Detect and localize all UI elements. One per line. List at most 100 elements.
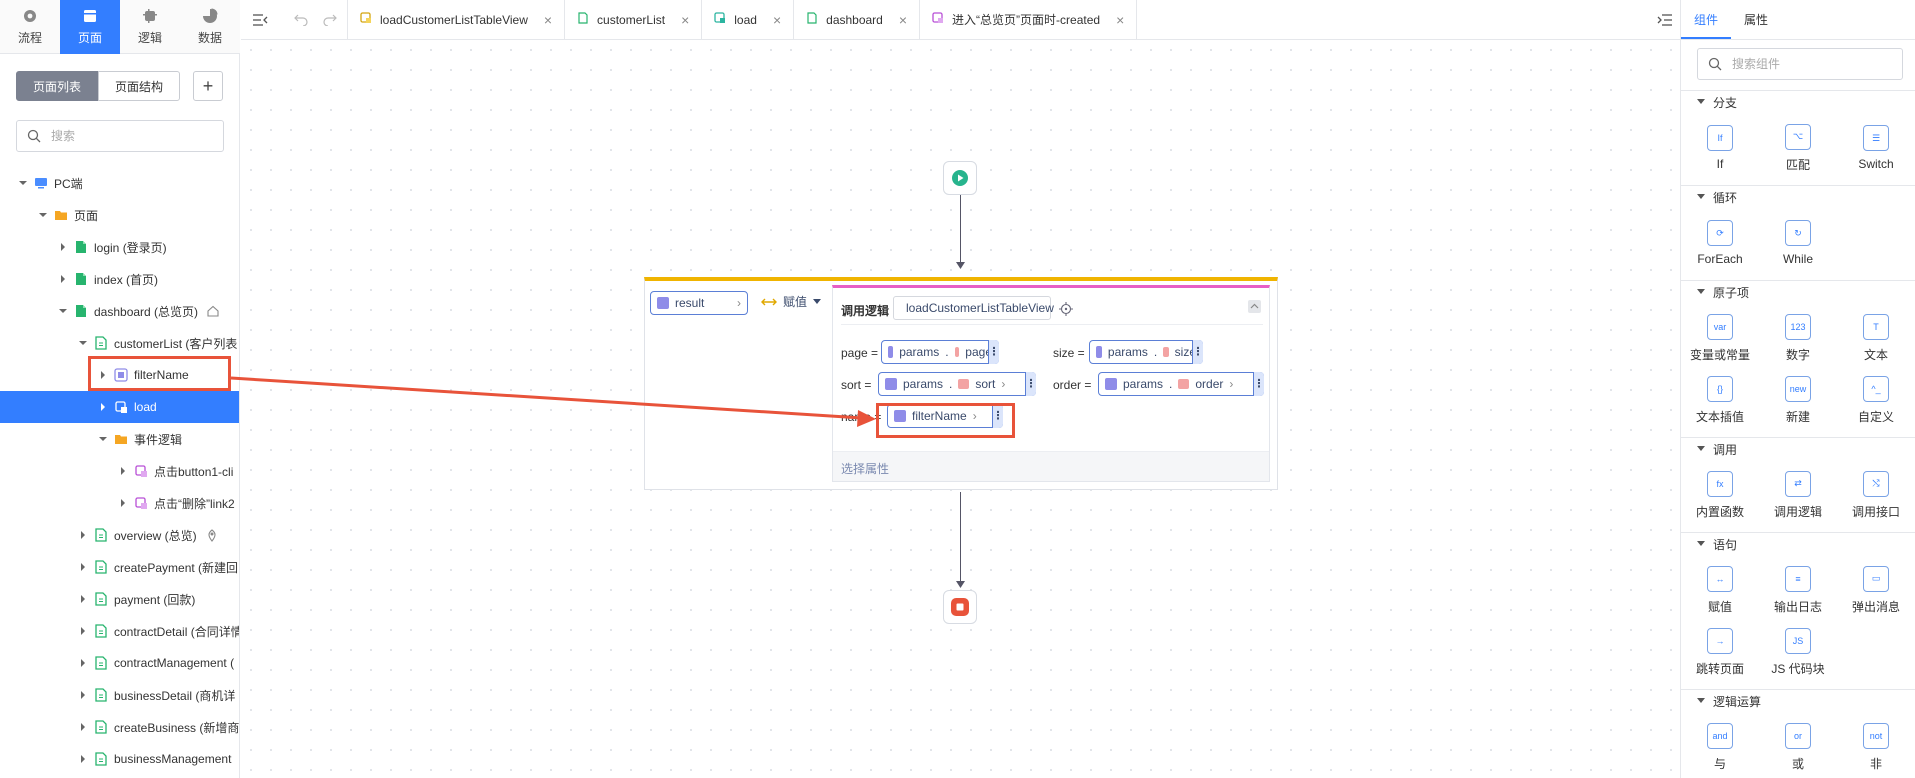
editor-tab[interactable]: loadCustomerListTableView× — [348, 0, 566, 39]
more-options-icon[interactable]: ⋮ — [1025, 371, 1037, 396]
tree-item[interactable]: customerList (客户列表 — [0, 327, 239, 359]
call-logic-node[interactable]: 调用逻辑 loadCustomerListTableView page = pa… — [832, 285, 1270, 482]
tree-item[interactable]: 页面 — [0, 199, 239, 231]
section-header[interactable]: 分支 — [1681, 91, 1915, 113]
caret-down-icon[interactable] — [38, 210, 48, 220]
tree-item[interactable]: dashboard (总览页) — [0, 295, 239, 327]
caret-right-icon[interactable] — [78, 530, 88, 540]
component-item[interactable]: ≡输出日志 — [1759, 559, 1837, 621]
param-order-pill[interactable]: params . order › ⋮ — [1098, 371, 1265, 396]
component-item[interactable]: ↻While — [1759, 212, 1837, 274]
more-options-icon[interactable]: ⋮ — [992, 403, 1004, 428]
more-options-icon[interactable]: ⋮ — [988, 339, 1000, 364]
call-target-select[interactable]: loadCustomerListTableView — [893, 296, 1054, 320]
close-icon[interactable]: × — [772, 11, 782, 28]
section-header[interactable]: 原子项 — [1681, 281, 1915, 303]
caret-down-icon[interactable] — [78, 338, 88, 348]
caret-down-icon[interactable] — [18, 178, 28, 188]
caret-right-icon[interactable] — [118, 498, 128, 508]
component-item[interactable]: ^_自定义 — [1837, 369, 1915, 431]
caret-down-icon[interactable] — [98, 434, 108, 444]
page-structure-toggle[interactable]: 页面结构 — [98, 71, 181, 101]
tree-item[interactable]: contractManagement ( — [0, 647, 239, 679]
component-item[interactable]: ⟳ForEach — [1681, 212, 1759, 274]
collapse-node-button[interactable] — [1248, 300, 1261, 313]
component-item[interactable]: ☰Switch — [1837, 117, 1915, 179]
param-name-pill[interactable]: filterName › ⋮ — [887, 403, 1004, 428]
section-header[interactable]: 循环 — [1681, 186, 1915, 208]
tree-item[interactable]: businessManagement — [0, 743, 239, 775]
tree-item[interactable]: 点击button1-cli — [0, 455, 239, 487]
select-property-link[interactable]: 选择属性 — [841, 462, 890, 476]
component-item[interactable]: {}文本插值 — [1681, 369, 1759, 431]
mode-page[interactable]: 页面 — [60, 0, 120, 54]
param-page-pill[interactable]: params . page ⋮ — [881, 339, 1000, 364]
component-item[interactable]: ⌥匹配 — [1759, 117, 1837, 179]
caret-right-icon[interactable] — [78, 690, 88, 700]
component-item[interactable]: →跳转页面 — [1681, 621, 1759, 683]
editor-tab[interactable]: customerList× — [565, 0, 703, 39]
component-item[interactable]: ▭弹出消息 — [1837, 559, 1915, 621]
section-header[interactable]: 调用 — [1681, 438, 1915, 460]
tree-item[interactable]: payment (回款) — [0, 583, 239, 615]
tree-item[interactable]: createBusiness (新增商 — [0, 711, 239, 743]
caret-right-icon[interactable] — [78, 626, 88, 636]
end-node[interactable] — [943, 590, 977, 624]
close-icon[interactable]: × — [681, 11, 690, 28]
param-size-pill[interactable]: params . size ⋮ — [1089, 339, 1204, 364]
page-search-input[interactable] — [51, 129, 201, 143]
close-icon[interactable]: × — [1116, 11, 1125, 28]
tree-item[interactable]: contractDetail (合同详情 — [0, 615, 239, 647]
tree-item[interactable]: index (首页) — [0, 263, 239, 295]
component-search-input[interactable] — [1732, 57, 1882, 71]
tab-properties[interactable]: 属性 — [1744, 13, 1769, 27]
tree-item[interactable]: login (登录页) — [0, 231, 239, 263]
tree-item[interactable]: createPayment (新建回 — [0, 551, 239, 583]
logic-canvas[interactable]: result › 赋值 调用逻辑 loadCustomerListTableVi… — [241, 40, 1680, 778]
close-icon[interactable]: × — [543, 11, 553, 28]
caret-right-icon[interactable] — [58, 274, 68, 284]
caret-right-icon[interactable] — [98, 402, 108, 412]
mode-flow[interactable]: 流程 — [0, 0, 60, 54]
assign-operator[interactable]: 赋值 — [761, 293, 822, 310]
caret-right-icon[interactable] — [78, 562, 88, 572]
more-options-icon[interactable]: ⋮ — [1253, 371, 1265, 396]
caret-right-icon[interactable] — [58, 242, 68, 252]
caret-down-icon[interactable] — [58, 306, 68, 316]
caret-right-icon[interactable] — [78, 722, 88, 732]
more-options-icon[interactable]: ⋮ — [1192, 339, 1204, 364]
result-var-pill[interactable]: result › — [650, 291, 748, 315]
editor-tab[interactable]: dashboard× — [794, 0, 921, 39]
component-item[interactable]: ⇄调用逻辑 — [1759, 464, 1837, 526]
add-page-button[interactable]: + — [193, 71, 223, 101]
tree-item[interactable]: businessDetail (商机详 — [0, 679, 239, 711]
locate-icon[interactable] — [1059, 302, 1073, 316]
component-item[interactable]: ⤭调用接口 — [1837, 464, 1915, 526]
editor-tab[interactable]: load× — [702, 0, 795, 39]
assign-node[interactable]: result › 赋值 调用逻辑 loadCustomerListTableVi… — [644, 277, 1278, 490]
tree-item[interactable]: overview (总览) — [0, 519, 239, 551]
caret-right-icon[interactable] — [78, 594, 88, 604]
caret-right-icon[interactable] — [78, 754, 88, 764]
tab-components[interactable]: 组件 — [1681, 0, 1732, 39]
caret-right-icon[interactable] — [118, 466, 128, 476]
page-list-toggle[interactable]: 页面列表 — [16, 71, 99, 101]
collapse-right-button[interactable] — [1650, 0, 1680, 39]
collapse-left-button[interactable] — [241, 0, 279, 39]
caret-right-icon[interactable] — [98, 370, 108, 380]
start-node[interactable] — [943, 161, 977, 195]
tree-item[interactable]: load — [0, 391, 239, 423]
editor-tab[interactable]: 进入“总览页”页面时-created× — [920, 0, 1138, 39]
close-icon[interactable]: × — [898, 11, 908, 28]
component-item[interactable]: ↔赋值 — [1681, 559, 1759, 621]
tree-item[interactable]: 点击“删除”link2 — [0, 487, 239, 519]
